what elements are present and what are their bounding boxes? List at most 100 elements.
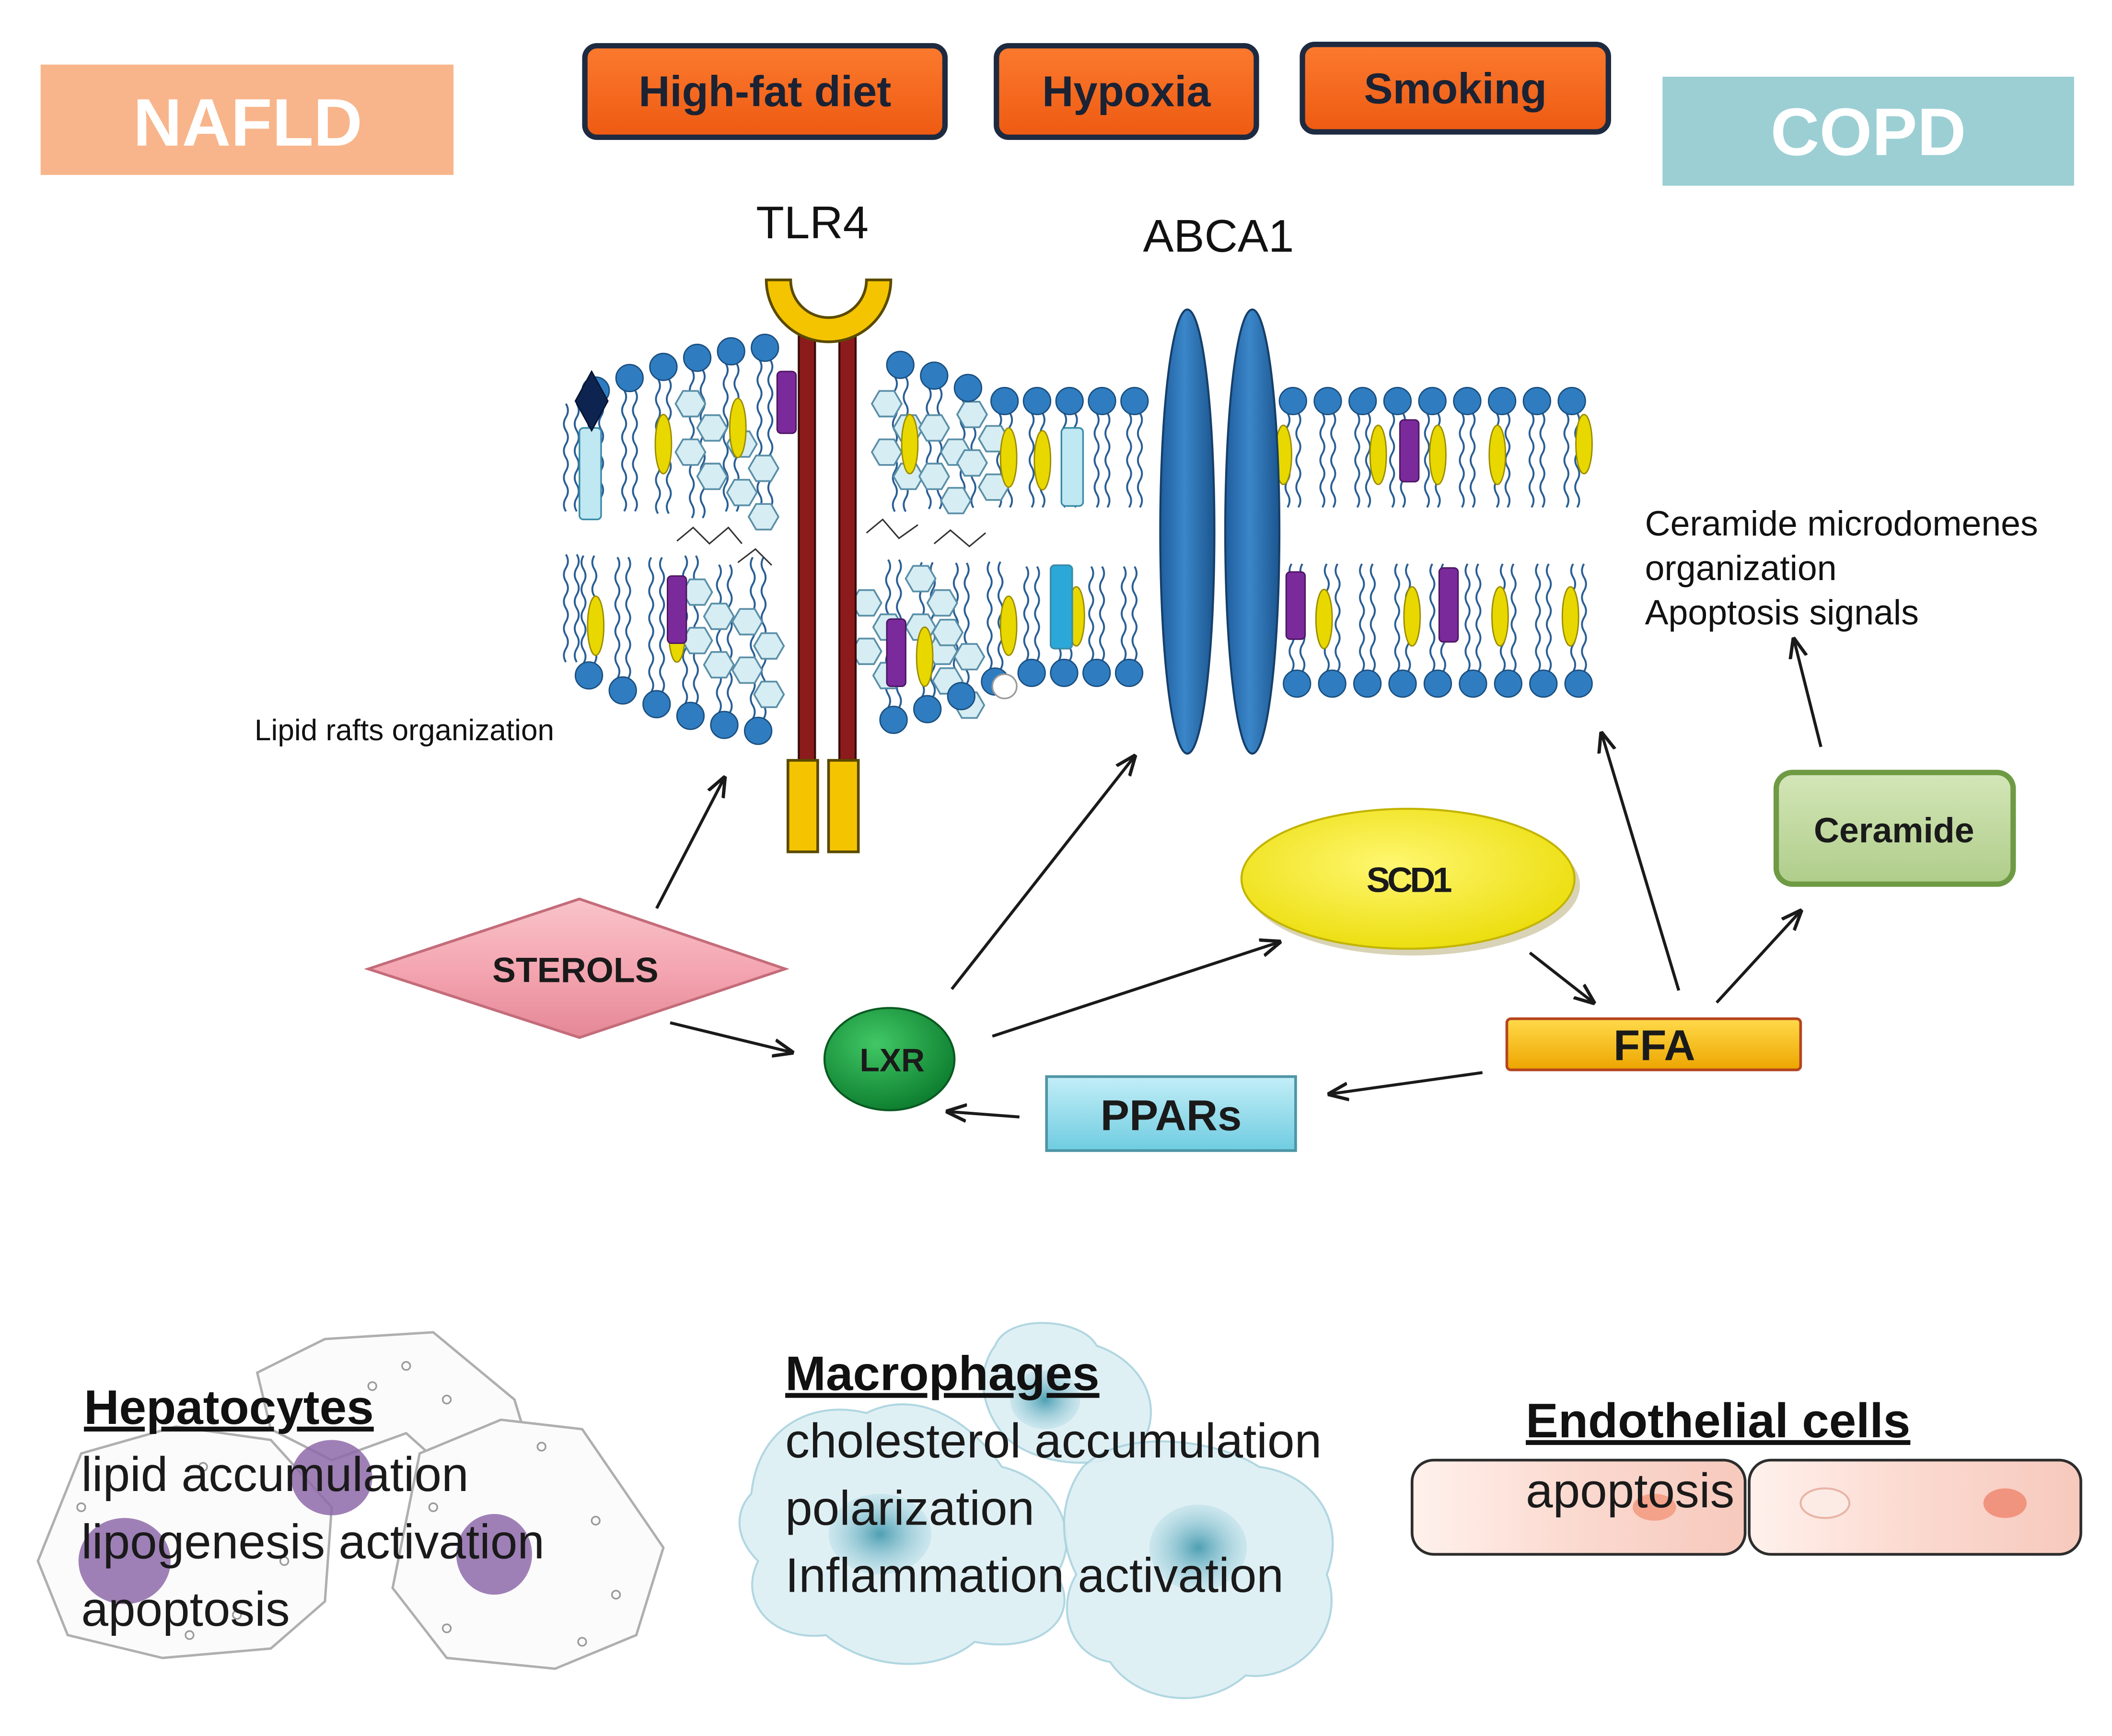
abca1-transporter xyxy=(1159,308,1281,755)
hepatocyte-organelle xyxy=(577,1637,587,1647)
macrophages-panel: Macrophages cholesterol accumulation pol… xyxy=(785,1347,1322,1603)
membrane-protein-purple xyxy=(776,371,797,434)
lipid-tail xyxy=(573,554,580,663)
lipid-tail xyxy=(1504,412,1511,508)
phospholipid-head xyxy=(1017,659,1046,687)
hepatocyte-organelle xyxy=(611,1590,621,1600)
ffa-node: FFA xyxy=(1505,1017,1802,1072)
tlr4-transmembrane-bar xyxy=(798,319,816,771)
lipid-tail xyxy=(1539,412,1545,508)
lipid-tail xyxy=(1023,566,1030,662)
membrane-lipid-yellow xyxy=(999,427,1018,488)
phospholipid-head xyxy=(710,711,739,739)
lipid-tail xyxy=(563,554,569,663)
phospholipid-head xyxy=(1453,387,1482,415)
tlr4-transmembrane-bar xyxy=(838,319,857,771)
hepatocyte-organelle xyxy=(428,1502,438,1512)
cholesterol-ring xyxy=(747,454,780,482)
nafld-box xyxy=(40,64,454,175)
lipid-tail xyxy=(1099,566,1105,662)
membrane-lipid-yellow xyxy=(1491,586,1509,647)
lipid-chain-stick xyxy=(866,518,918,539)
phospholipid-head xyxy=(913,695,942,723)
membrane-protein-purple xyxy=(1285,571,1306,640)
endothelial-nucleus xyxy=(1983,1488,2027,1518)
ppars-box xyxy=(1045,1075,1297,1152)
hepatocytes-effect: lipogenesis activation xyxy=(81,1515,544,1569)
phospholipid-head xyxy=(920,361,949,390)
copd-label: COPD xyxy=(1771,94,1966,170)
cholesterol-ring xyxy=(953,643,986,671)
arrow-sterols-to-lxr xyxy=(670,1021,792,1052)
lipid-tail xyxy=(1581,563,1587,672)
lipid-tail xyxy=(936,387,943,510)
lipid-head-variant xyxy=(991,673,1018,699)
lipid-tail xyxy=(632,389,638,512)
lipid-rafts-note: Lipid rafts organization xyxy=(255,714,554,747)
cholesterol-ring xyxy=(726,478,758,506)
phospholipid-head xyxy=(1313,387,1342,415)
ceramide-effect-line: Ceramide microdomenes xyxy=(1645,504,2038,543)
endothelial-title: Endothelial cells xyxy=(1526,1394,1910,1448)
phospholipid-head xyxy=(947,682,975,711)
lipid-tail xyxy=(1330,412,1336,508)
lipid-tail xyxy=(1093,412,1100,508)
endothelial-effect: apoptosis xyxy=(1526,1464,1734,1518)
phospholipid-head xyxy=(1529,669,1558,698)
hepatocytes-effect: lipid accumulation xyxy=(81,1447,468,1502)
phospholipid-head xyxy=(1082,659,1111,687)
hepatocyte-nucleus xyxy=(456,1514,532,1595)
membrane-lipid-yellow xyxy=(1033,430,1052,491)
lipid-tail xyxy=(614,557,621,679)
abca1-subunit xyxy=(1224,308,1281,755)
ceramide-box xyxy=(1773,769,2016,887)
cholesterol-ring xyxy=(747,503,780,531)
hepatocyte-organelle xyxy=(76,1502,86,1512)
tlr4-label: TLR4 xyxy=(756,197,869,248)
arrow-ffa-to-ceramide xyxy=(1715,911,1800,1004)
membrane-cylinder xyxy=(1050,564,1073,650)
phospholipid-head xyxy=(743,716,773,745)
cholesterol-ring xyxy=(977,473,1010,501)
cholesterol-ring xyxy=(870,390,903,418)
ppars-label: PPARs xyxy=(1101,1092,1242,1140)
hepatocyte-organelle xyxy=(591,1515,601,1526)
lipid-chain-stick xyxy=(933,529,986,548)
membrane-cylinder xyxy=(1060,427,1084,507)
scd1-label: SCD1 xyxy=(1367,861,1451,900)
phospholipid-head xyxy=(1487,387,1517,415)
lipid-tail xyxy=(1137,412,1143,508)
lipid-tail xyxy=(1545,563,1552,672)
membrane-lipid-yellow xyxy=(1561,586,1579,647)
phospholipid-head xyxy=(1522,387,1552,415)
ceramide-effect-line: organization xyxy=(1645,548,1837,588)
phospholipid-head xyxy=(649,352,678,381)
membrane-protein-purple xyxy=(1399,419,1420,483)
risk-factor-label: Hypoxia xyxy=(1042,68,1211,116)
phospholipid-head xyxy=(1353,669,1382,698)
phospholipid-head xyxy=(1459,669,1487,698)
hepatocyte-organelle xyxy=(198,1462,208,1472)
lipid-tail xyxy=(621,389,627,512)
ffa-label: FFA xyxy=(1613,1022,1695,1070)
phospholipid-head xyxy=(676,701,705,730)
risk-factor-label: Smoking xyxy=(1364,65,1547,113)
risk-factor-box xyxy=(582,43,948,140)
cholesterol-ring xyxy=(918,463,950,490)
macrophages-effect: Inflammation activation xyxy=(785,1549,1284,1603)
phospholipid-head xyxy=(683,343,712,372)
phospholipid-head xyxy=(1383,387,1412,415)
lxr-label: LXR xyxy=(859,1043,925,1079)
hepatocytes-illustration xyxy=(36,1331,665,1670)
lipid-tail xyxy=(1459,412,1465,508)
cholesterol-ring xyxy=(931,618,964,646)
cholesterol-ring xyxy=(918,414,950,442)
phospholipid-head xyxy=(1423,669,1452,698)
membrane-lipid-yellow xyxy=(999,595,1018,656)
phospholipid-head xyxy=(751,333,779,362)
ceramide-node: Ceramide xyxy=(1773,769,2016,887)
membrane-cylinder xyxy=(579,427,602,521)
arrow-lxr-to-abca1 xyxy=(951,757,1135,990)
lipid-tail xyxy=(767,359,774,509)
